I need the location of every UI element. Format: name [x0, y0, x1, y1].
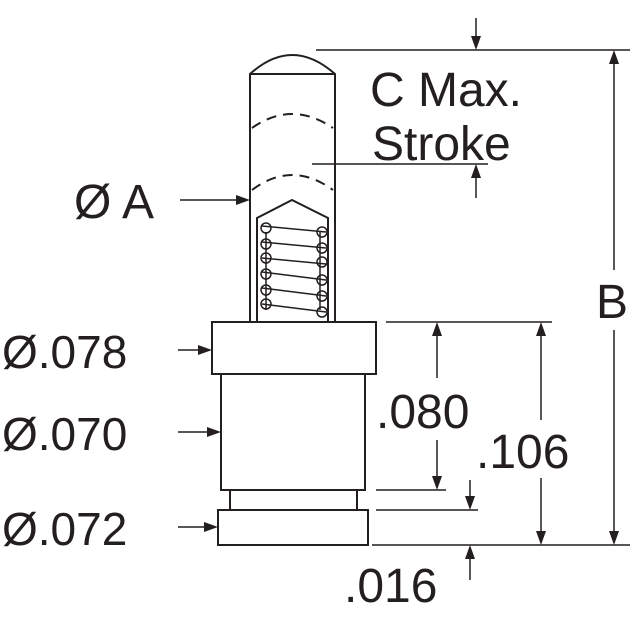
arrow-down-icon: [465, 496, 475, 510]
arrow-right-icon: [198, 345, 212, 355]
spring-coil: [260, 284, 272, 296]
arrow-right-icon: [236, 195, 250, 205]
body-070: [220, 373, 366, 491]
label-c-max: C Max.: [370, 64, 522, 117]
label-dia-078: Ø.078: [2, 326, 127, 378]
arrow-up-icon: [471, 164, 481, 178]
spring-coil: [316, 226, 328, 238]
arrow-down-icon: [432, 476, 442, 490]
label-016: .016: [344, 560, 437, 613]
stroke-position-2: [251, 174, 334, 191]
spring-coil: [316, 242, 328, 254]
base-072: [217, 509, 369, 546]
arrow-down-icon: [471, 36, 481, 50]
arrow-down-icon: [609, 531, 619, 545]
collar-078: [211, 321, 377, 375]
neck: [229, 489, 358, 511]
arrow-up-icon: [609, 50, 619, 64]
spring: [260, 222, 328, 318]
arrow-up-icon: [432, 322, 442, 336]
spring-coil: [260, 298, 272, 310]
spring-coil-lines: [261, 225, 327, 313]
label-106: .106: [476, 426, 569, 479]
dimension-lines: [432, 18, 619, 580]
extension-lines: [312, 49, 630, 546]
arrow-right-icon: [204, 522, 218, 532]
plunger-body: [249, 54, 336, 322]
barrel: [211, 321, 377, 546]
diameter-leaders: [178, 195, 250, 532]
label-dia-070: Ø.070: [2, 408, 127, 460]
spring-coil: [316, 290, 328, 302]
arrow-up-icon: [465, 545, 475, 559]
arrow-right-icon: [207, 427, 221, 437]
plunger: [249, 54, 336, 322]
label-dia-a: Ø A: [74, 176, 154, 229]
spring-coil: [260, 222, 272, 234]
stroke-position-1: [251, 113, 334, 129]
label-080: .080: [376, 386, 469, 439]
spring-coil: [316, 306, 328, 318]
arrow-down-icon: [536, 531, 546, 545]
spring-coil: [260, 238, 272, 250]
label-stroke: Stroke: [372, 118, 511, 171]
inner-barrel: [256, 198, 329, 322]
spring-coil: [260, 268, 272, 280]
spring-coil: [260, 252, 272, 264]
label-b: B: [596, 276, 628, 329]
labels: C Max. Stroke Ø A B Ø.078 Ø.070 Ø.072 .0…: [2, 64, 628, 613]
spring-coil: [316, 256, 328, 268]
spring-coil: [316, 274, 328, 286]
label-dia-072: Ø.072: [2, 503, 127, 555]
arrow-up-icon: [536, 322, 546, 336]
